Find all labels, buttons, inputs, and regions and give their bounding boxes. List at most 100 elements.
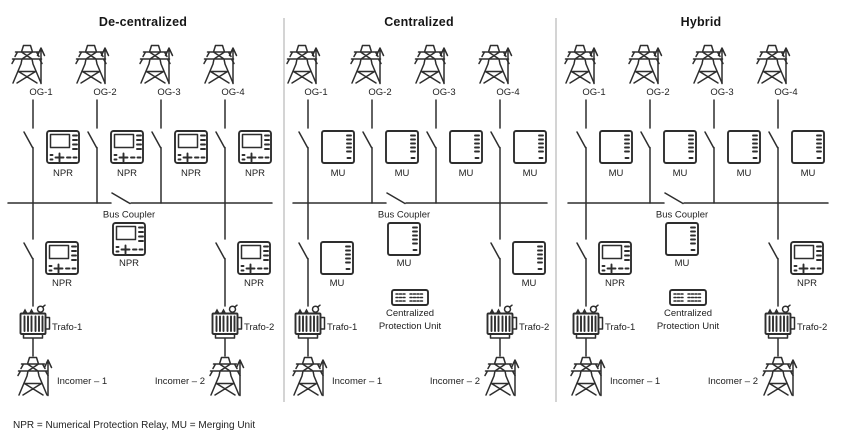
transmission-tower-icon [139, 44, 171, 84]
transmission-tower-icon [17, 356, 49, 396]
central-protection-unit: Centralized Protection Unit [379, 289, 442, 332]
feeder-line-with-disconnector-switch [576, 202, 587, 357]
mu-device-icon [385, 130, 419, 164]
bay-label: OG-3 [432, 87, 455, 98]
device-label: NPR [53, 168, 73, 179]
feeder-trafo-1: NPR Trafo-1 Incomer – 1 [17, 202, 107, 397]
transformer-icon [764, 304, 796, 339]
npr-device-icon [110, 130, 144, 164]
feeder-line-with-disconnector-switch [704, 99, 715, 204]
feeder-trafo-1: MU Trafo-1 Incomer – 1 [292, 202, 382, 397]
incomer-label: Incomer – 2 [155, 376, 205, 387]
bus-coupler-label: Bus Coupler [656, 210, 708, 221]
mu-device-icon [727, 130, 761, 164]
feeder-line-with-disconnector-switch [640, 99, 651, 204]
bay-og3: OG-3 MU [692, 44, 761, 204]
feeder-line-with-disconnector-switch [87, 99, 98, 204]
bus-line-with-coupler-switch [567, 192, 829, 205]
legend-text: NPR = Numerical Protection Relay, MU = M… [13, 420, 255, 431]
incomer-label: Incomer – 2 [708, 376, 758, 387]
incomer-label: Incomer – 1 [332, 376, 382, 387]
feeder-line-with-disconnector-switch [768, 99, 779, 204]
npr-device-icon [46, 130, 80, 164]
transmission-tower-icon [209, 356, 241, 396]
device-label: MU [395, 168, 410, 179]
panel-title: De-centralized [99, 15, 187, 29]
transmission-tower-icon [762, 356, 794, 396]
npr-device-icon [112, 222, 146, 256]
trafo-label: Trafo-2 [244, 322, 274, 333]
mu-device-icon [321, 130, 355, 164]
bay-og1: OG-1 MU [564, 44, 633, 204]
bay-label: OG-2 [646, 87, 669, 98]
bus-coupler-label: Bus Coupler [103, 210, 155, 221]
bus-line-with-coupler-switch [292, 192, 548, 205]
bus-line-with-coupler-switch [7, 192, 273, 205]
device-label: NPR [181, 168, 201, 179]
bus-coupler-label: Bus Coupler [378, 210, 430, 221]
incomer-label: Incomer – 1 [610, 376, 660, 387]
feeder-trafo-2: MU Trafo-2 Incomer – 2 [430, 202, 549, 397]
bay-og2: OG-2 MU [350, 44, 419, 204]
bay-label: OG-4 [774, 87, 797, 98]
mu-device-icon [512, 241, 546, 275]
trafo-label: Trafo-2 [797, 322, 827, 333]
npr-device-icon [237, 241, 271, 275]
transformer-icon [211, 304, 243, 339]
mu-device-icon [513, 130, 547, 164]
mu-device-icon [449, 130, 483, 164]
npr-device-icon [790, 241, 824, 275]
transmission-tower-icon [350, 44, 382, 84]
feeder-line-with-disconnector-switch [426, 99, 437, 204]
feeder-line-with-disconnector-switch [215, 99, 226, 204]
feeder-line-with-disconnector-switch [490, 202, 501, 357]
coupler-device-label: NPR [119, 258, 139, 269]
feeder-line-with-disconnector-switch [362, 99, 373, 204]
centralized-protection-unit-icon [669, 289, 707, 306]
device-label: MU [459, 168, 474, 179]
bay-og4: OG-4 NPR [203, 44, 272, 204]
transmission-tower-icon [286, 44, 318, 84]
npr-device-icon [45, 241, 79, 275]
trafo-label: Trafo-2 [519, 322, 549, 333]
device-label: NPR [117, 168, 137, 179]
transformer-icon [19, 304, 51, 339]
device-label: MU [331, 168, 346, 179]
device-label: NPR [605, 278, 625, 289]
transmission-tower-icon [484, 356, 516, 396]
bay-label: OG-1 [582, 87, 605, 98]
mu-device-icon [663, 130, 697, 164]
bay-og4: OG-4 MU [478, 44, 547, 204]
incomer-label: Incomer – 1 [57, 376, 107, 387]
npr-device-icon [238, 130, 272, 164]
cpu-label-line1: Centralized [664, 308, 712, 319]
cpu-label-line2: Protection Unit [657, 321, 720, 332]
bay-label: OG-1 [304, 87, 327, 98]
bay-label: OG-3 [157, 87, 180, 98]
device-label: MU [522, 278, 537, 289]
centralized-protection-unit-icon [391, 289, 429, 306]
transformer-icon [486, 304, 518, 339]
transformer-icon [572, 304, 604, 339]
bay-label: OG-2 [93, 87, 116, 98]
central-protection-unit: Centralized Protection Unit [657, 289, 720, 332]
mu-device-icon [791, 130, 825, 164]
transmission-tower-icon [478, 44, 510, 84]
panel-decentralized: De-centralized OG-1 NPR OG-2 NPR OG-3 NP… [7, 15, 274, 397]
bay-og2: OG-2 NPR [75, 44, 144, 204]
bay-label: OG-4 [221, 87, 244, 98]
feeder-line-with-disconnector-switch [151, 99, 162, 204]
incomer-label: Incomer – 2 [430, 376, 480, 387]
mu-device-icon [665, 222, 699, 256]
transmission-tower-icon [414, 44, 446, 84]
coupler-device-label: MU [675, 258, 690, 269]
feeder-trafo-1: NPR Trafo-1 Incomer – 1 [570, 202, 660, 397]
bay-label: OG-3 [710, 87, 733, 98]
device-label: NPR [52, 278, 72, 289]
panel-centralized: Centralized OG-1 MU OG-2 MU OG-3 MU [286, 15, 549, 397]
cpu-label-line2: Protection Unit [379, 321, 442, 332]
feeder-line-with-disconnector-switch [768, 202, 779, 357]
npr-device-icon [598, 241, 632, 275]
transmission-tower-icon [564, 44, 596, 84]
mu-device-icon [320, 241, 354, 275]
